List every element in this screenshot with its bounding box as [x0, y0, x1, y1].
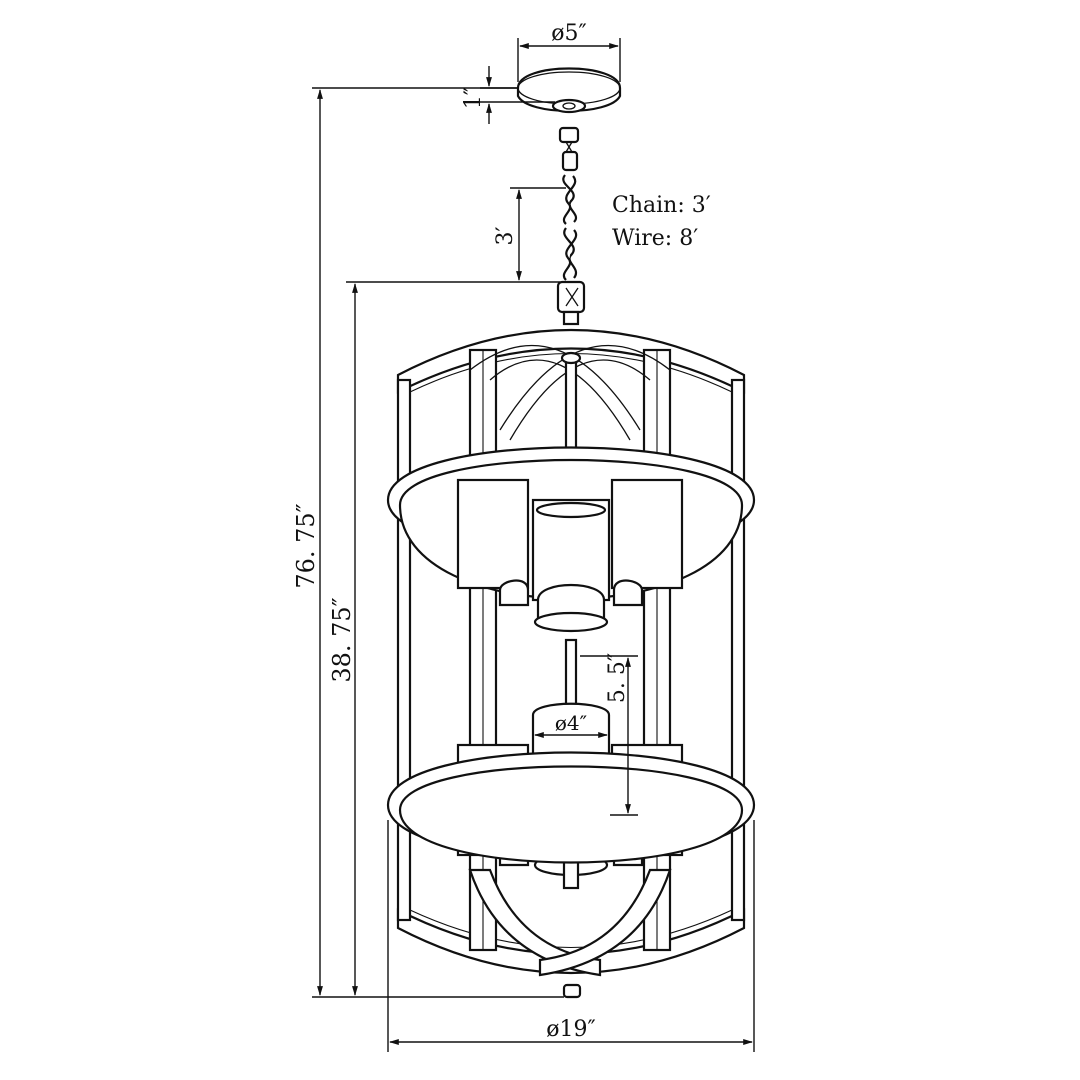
body-diameter-label: ø19″: [546, 1017, 595, 1042]
chain-note: Chain: 3′: [612, 193, 711, 218]
wire-note: Wire: 8′: [612, 226, 698, 251]
ceiling-canopy: [516, 67, 622, 114]
total-height-dimension: 76. 75″: [292, 87, 564, 998]
candle-diameter-dimension: ø4″: [534, 711, 608, 738]
fixture-height-dimension: 38. 75″: [328, 281, 560, 996]
tier-spacing-label: 5. 5″: [605, 653, 630, 703]
canopy-height-label: 1″: [461, 87, 486, 109]
tier-spacing-dimension: 5. 5″: [580, 653, 638, 816]
lower-ring: [386, 751, 756, 864]
total-height-label: 76. 75″: [292, 503, 320, 588]
canopy-diameter-label: ø5″: [551, 21, 586, 46]
fixture-height-label: 38. 75″: [328, 597, 356, 682]
chain-length-label: 3′: [493, 227, 518, 246]
candle-diameter-label: ø4″: [555, 711, 587, 735]
lantern-frame: [396, 328, 746, 999]
upper-candles: [456, 478, 684, 633]
hanging-chain: [556, 126, 586, 326]
body-diameter-dimension: ø19″: [387, 820, 755, 1052]
chain-length-dimension: 3′: [493, 187, 566, 281]
canopy-diameter-dimension: ø5″: [517, 21, 621, 82]
